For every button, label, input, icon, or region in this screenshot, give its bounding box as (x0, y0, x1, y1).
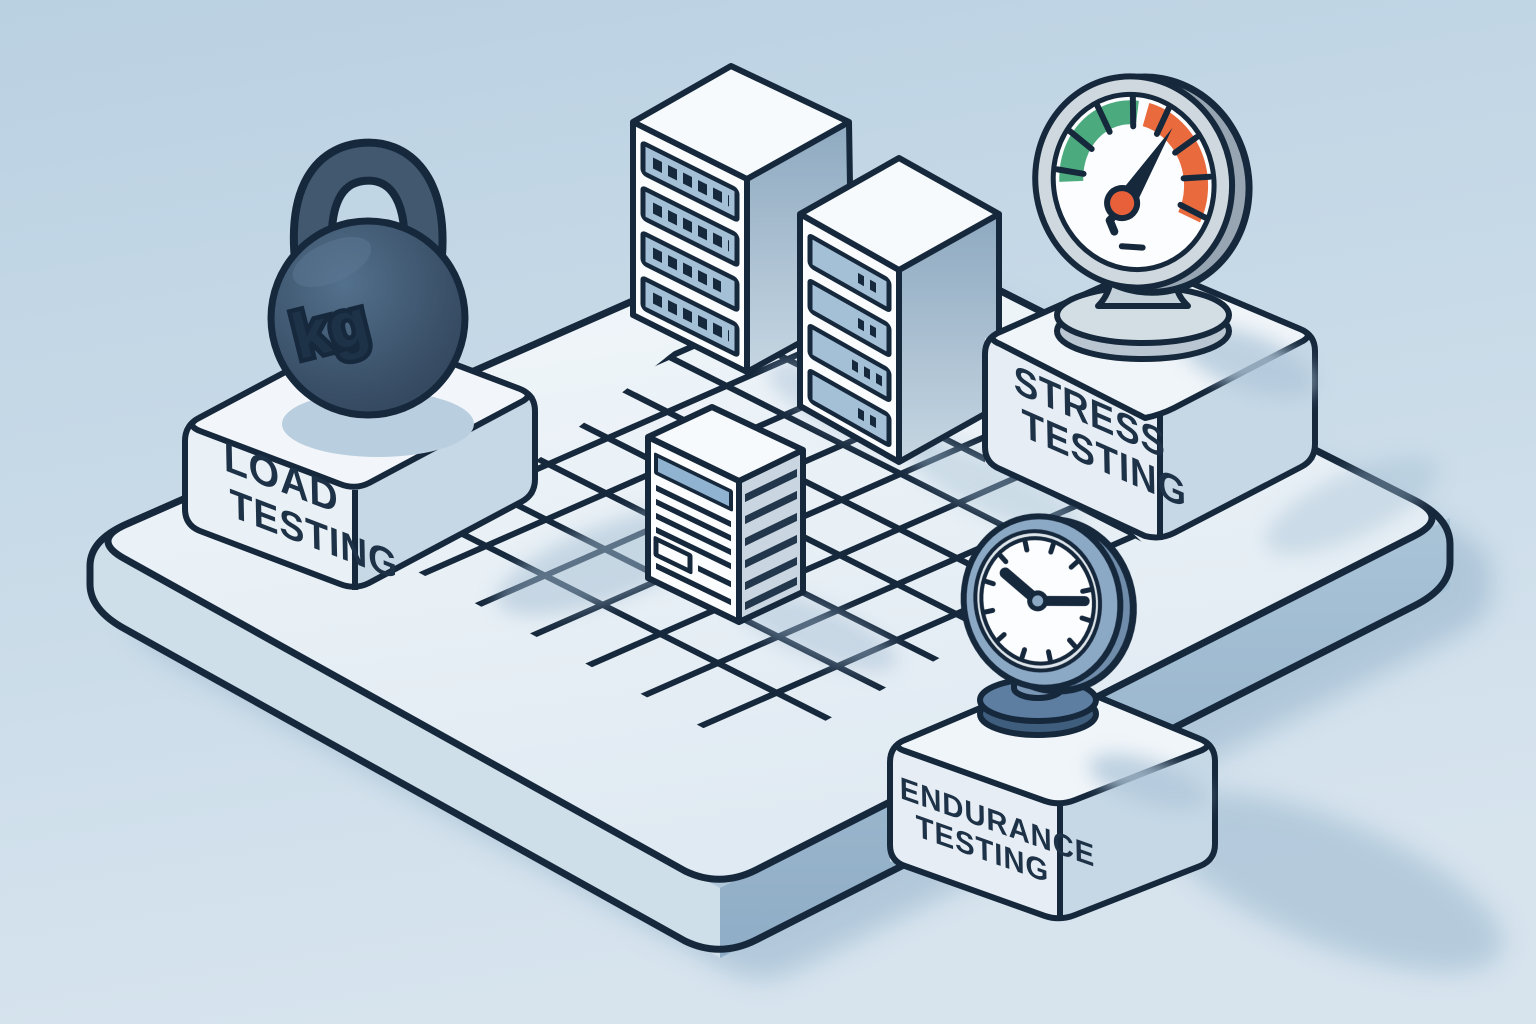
clock-icon (960, 513, 1137, 738)
load-testing-block: LOAD TESTING kg (182, 138, 538, 590)
server2-side-face (899, 214, 999, 462)
endurance-block-shadow (1156, 791, 1504, 973)
stress-testing-block: STRESS TESTING (982, 73, 1318, 541)
platform-left-face (90, 540, 720, 958)
load-block-left-face (185, 425, 355, 590)
document-header-bar (654, 452, 733, 512)
gauge-green-zone (1059, 100, 1139, 182)
kettlebell-icon: kg (267, 138, 474, 457)
document-icon (645, 404, 806, 625)
endurance-testing-block: ENDURANCE TESTING (887, 513, 1218, 922)
stress-block-left-face (985, 338, 1160, 540)
load-block-right-face (355, 395, 535, 590)
endurance-block-left-face (890, 746, 1060, 921)
gauge-icon (1032, 73, 1253, 362)
document-top-face (648, 407, 803, 481)
gauge-needle-hub (1104, 185, 1141, 222)
server-rack-icon (797, 155, 1002, 465)
